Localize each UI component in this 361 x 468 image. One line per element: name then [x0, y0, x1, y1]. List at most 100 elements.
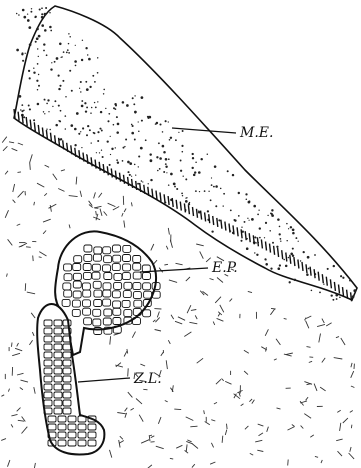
stipple-dot [80, 91, 81, 92]
stipple-dot [336, 298, 338, 300]
fiber-dash [8, 389, 9, 392]
stipple-dot [84, 102, 86, 104]
fiber-dash [9, 142, 14, 143]
fiber-dash [161, 352, 163, 356]
fiber-dash [122, 213, 123, 217]
fiber-dash [184, 332, 191, 337]
stipple-dot [97, 57, 98, 58]
stipple-dot [215, 205, 217, 207]
stipple-dot [49, 129, 51, 131]
basal-cell [261, 239, 262, 248]
fiber-dash [119, 441, 124, 444]
stipple-dot [163, 171, 165, 173]
fiber-dash [336, 337, 339, 338]
fiber-dash [178, 317, 185, 321]
fiber-dash [125, 408, 128, 412]
stipple-dot [113, 124, 115, 126]
fiber-dash [120, 436, 123, 439]
stipple-dot [192, 153, 194, 155]
fiber-dash [2, 137, 7, 143]
basal-cell [75, 148, 76, 157]
stipple-dot [92, 75, 94, 77]
stipple-dot [175, 139, 177, 141]
stipple-dot [131, 176, 132, 177]
label-zl: Z.L. [133, 371, 162, 387]
fiber-dash [217, 278, 223, 283]
fiber-dash [314, 384, 317, 391]
fiber-dash [26, 247, 31, 248]
stipple-dot [254, 236, 256, 238]
stipple-dot [28, 26, 31, 29]
stipple-dot [78, 133, 80, 135]
fiber-dash [225, 430, 227, 435]
stipple-dot [215, 185, 218, 188]
stipple-dot [61, 56, 62, 57]
stipple-dot [54, 100, 56, 102]
stipple-dot [253, 205, 256, 208]
stipple-dot [165, 158, 168, 161]
fiber-dash [124, 209, 126, 213]
stipple-dot [159, 123, 161, 125]
stipple-dot [248, 220, 249, 221]
fiber-dash [257, 450, 263, 451]
fiber-dash [76, 177, 77, 185]
fiber-dash [192, 443, 198, 448]
fiber-dash [44, 193, 47, 196]
fiber-dash [1, 395, 4, 397]
basal-cell [197, 209, 198, 218]
stipple-dot [129, 162, 132, 165]
stipple-dot [49, 12, 50, 13]
stipple-dot [33, 71, 35, 73]
fiber-dash [128, 368, 129, 376]
stipple-dot [248, 200, 250, 202]
fiber-dash [34, 202, 35, 205]
stipple-dot [213, 186, 215, 188]
basal-cell [38, 125, 39, 134]
stipple-dot [21, 104, 23, 106]
stipple-dot [86, 88, 89, 91]
stipple-dot [279, 226, 281, 228]
basal-cell [253, 235, 254, 244]
basal-cell [111, 169, 112, 178]
stipple-dot [60, 139, 61, 140]
stipple-dot [289, 281, 291, 283]
stipple-dot [170, 137, 172, 139]
stipple-dot [232, 174, 234, 176]
stipple-dot [271, 214, 274, 217]
stipple-dot [303, 251, 305, 253]
stipple-dot [87, 125, 89, 127]
stipple-dot [200, 158, 202, 160]
basal-cell [63, 140, 64, 149]
fiber-dash [200, 291, 204, 295]
stipple-dot [138, 121, 139, 122]
fiber-dash [17, 224, 21, 226]
basal-cell [140, 183, 141, 192]
basal-cell [193, 207, 194, 216]
basal-cell [343, 287, 344, 296]
fiber-dash [306, 316, 311, 319]
stipple-dot [288, 228, 289, 229]
basal-cell [144, 185, 145, 194]
fiber-dash [222, 379, 224, 381]
stipple-dot [150, 159, 153, 162]
fiber-dash [249, 399, 252, 402]
fiber-dash [27, 292, 35, 294]
fiber-dash [37, 183, 44, 187]
stipple-dot [25, 53, 26, 54]
fiber-dash [210, 462, 215, 464]
basal-cell [156, 191, 157, 200]
fiber-dash [136, 399, 142, 404]
fiber-dash [186, 417, 194, 421]
stipple-dot [165, 120, 167, 122]
stipple-dot [238, 192, 240, 194]
fiber-dash [15, 348, 22, 351]
stipple-dot [308, 268, 310, 270]
fiber-dash [211, 420, 215, 421]
fiber-dash [49, 204, 57, 208]
stipple-dot [342, 277, 344, 279]
stipple-dot [265, 263, 268, 266]
fiber-dash [131, 202, 132, 206]
stipple-dot [117, 123, 120, 126]
stipple-dot [333, 265, 335, 267]
fiber-dash [343, 418, 348, 423]
